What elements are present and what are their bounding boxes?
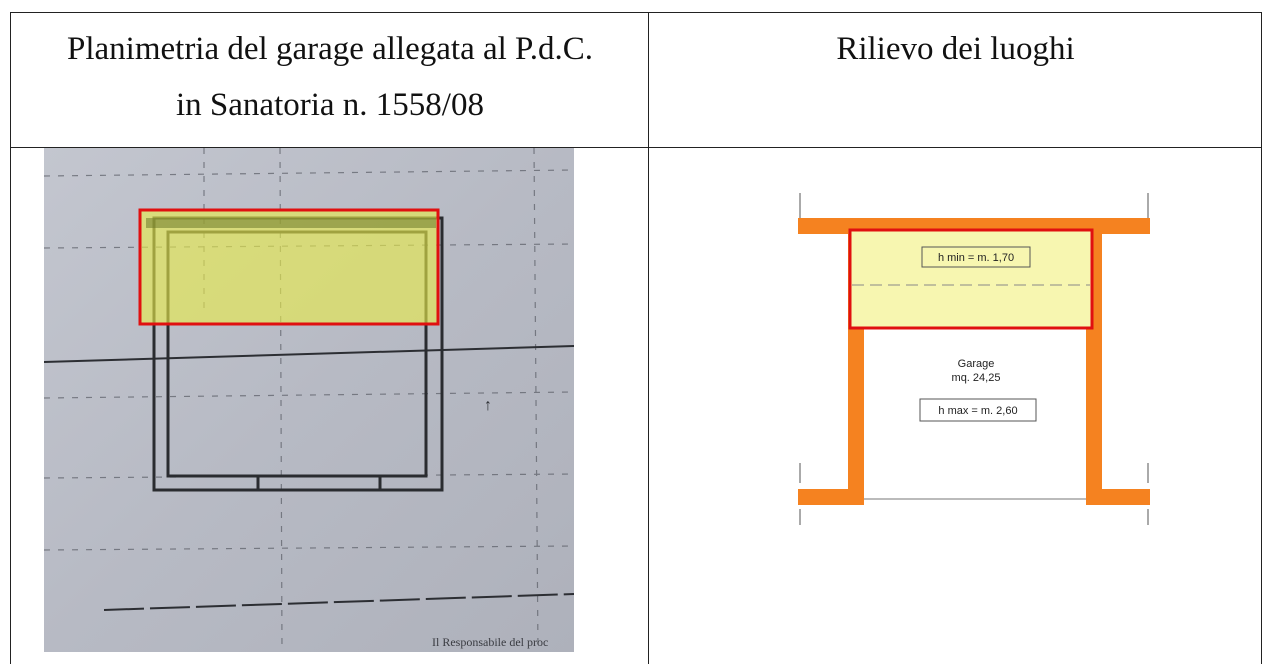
header-left-line2: in Sanatoria n. 1558/08 [176, 87, 484, 123]
plan-highlight-box [848, 228, 1094, 330]
h-max-box [919, 398, 1037, 422]
scan-footer-text: Il Responsabile del proc [432, 635, 548, 649]
h-min-box [921, 246, 1031, 268]
room-area-label: mq. 24,25 [952, 372, 1001, 384]
h-max-label: h max = m. 2,60 [938, 405, 1017, 417]
bottom-wall-right [1086, 489, 1150, 505]
scan-long-line [44, 345, 574, 363]
scanned-floor-plan: ↑ Il Responsabile del proc [44, 148, 574, 652]
column-divider [648, 13, 649, 664]
scan-highlight-box [138, 208, 440, 326]
survey-floor-plan: h min = m. 1,70 Garage mq. 24,25 h max =… [798, 193, 1150, 525]
scan-bottom-line [103, 593, 574, 611]
comparison-table: Planimetria del garage allegata al P.d.C… [10, 12, 1262, 664]
scan-highlight-wall [146, 218, 436, 228]
h-min-label: h min = m. 1,70 [938, 252, 1014, 264]
header-right-title: Rilievo dei luoghi [836, 31, 1075, 67]
extension-lines [799, 193, 1149, 525]
header-cell-left: Planimetria del garage allegata al P.d.C… [11, 13, 649, 148]
header-divider [11, 147, 1261, 148]
room-name-label: Garage [958, 358, 995, 370]
scan-arrow-mark: ↑ [484, 397, 492, 414]
header-left-line1: Planimetria del garage allegata al P.d.C… [67, 31, 593, 67]
header-cell-right: Rilievo dei luoghi [650, 13, 1261, 148]
bottom-wall-left [798, 489, 864, 505]
